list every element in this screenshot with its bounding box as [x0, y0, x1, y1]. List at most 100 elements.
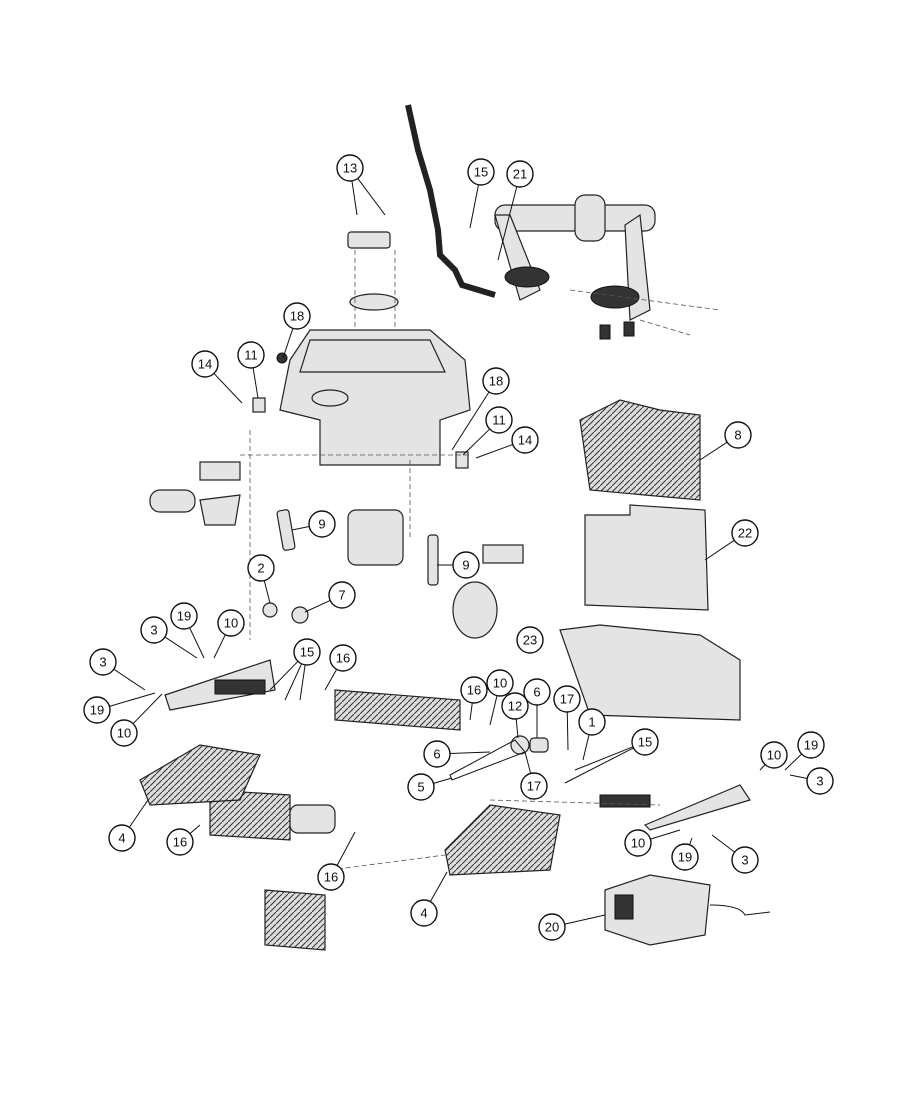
callout-3: 3	[140, 616, 168, 644]
callout-23: 23	[516, 626, 544, 654]
impeller-cover	[347, 231, 391, 249]
bracket-11-right	[455, 451, 469, 469]
callout-circle	[806, 767, 834, 795]
callout-label: 6	[533, 685, 540, 700]
leader-line	[213, 373, 243, 404]
track-left	[139, 744, 261, 806]
callout-label: 3	[741, 853, 748, 868]
leader-line	[489, 695, 498, 726]
callout-13: 13	[336, 154, 364, 182]
leader-line	[189, 627, 205, 659]
callout-circle	[553, 685, 581, 713]
callout-label: 11	[492, 413, 506, 428]
leader-line	[689, 837, 693, 845]
callout-circle	[237, 341, 265, 369]
callout-19: 19	[170, 602, 198, 630]
leader-line	[462, 428, 491, 456]
callout-12: 12	[501, 692, 529, 720]
drive-motor	[452, 581, 498, 639]
callout-circle	[328, 581, 356, 609]
brush-upper	[334, 689, 461, 731]
callout-label: 18	[290, 309, 304, 324]
callout-19: 19	[83, 696, 111, 724]
leader-line	[252, 367, 259, 399]
callout-circle	[308, 510, 336, 538]
callout-circle	[731, 846, 759, 874]
callout-circle	[452, 551, 480, 579]
callout-circle	[516, 626, 544, 654]
leader-line	[282, 328, 294, 359]
callout-16: 16	[460, 676, 488, 704]
leader-line	[284, 663, 303, 701]
callout-label: 1	[588, 715, 595, 730]
callout-label: 12	[508, 699, 522, 714]
callout-18: 18	[482, 367, 510, 395]
callout-3: 3	[89, 648, 117, 676]
callout-14: 14	[511, 426, 539, 454]
callout-circle	[423, 740, 451, 768]
switch-holder	[199, 494, 241, 526]
callout-10: 10	[486, 669, 514, 697]
callout-21: 21	[506, 160, 534, 188]
callout-label: 10	[631, 836, 645, 851]
callout-label: 16	[336, 651, 350, 666]
callout-8: 8	[724, 421, 752, 449]
proximity-switch	[149, 489, 196, 513]
callout-circle	[520, 772, 548, 800]
leader-line	[582, 734, 590, 761]
callout-circle	[631, 728, 659, 756]
track-right	[444, 804, 561, 876]
handle-bracket-left	[504, 266, 550, 288]
callout-16: 16	[329, 644, 357, 672]
callout-7: 7	[328, 581, 356, 609]
leader-line	[515, 718, 519, 739]
callout-16: 16	[166, 828, 194, 856]
brush-loose	[264, 889, 326, 951]
callout-label: 20	[545, 920, 559, 935]
callout-circle	[467, 158, 495, 186]
callout-22: 22	[731, 519, 759, 547]
callout-17: 17	[553, 685, 581, 713]
callout-label: 21	[513, 167, 527, 182]
leader-line	[304, 599, 331, 613]
callout-17: 17	[520, 772, 548, 800]
callout-20: 20	[538, 913, 566, 941]
leader-line	[213, 634, 226, 659]
callout-9: 9	[308, 510, 336, 538]
callout-label: 14	[518, 433, 532, 448]
callout-label: 10	[117, 726, 131, 741]
callout-label: 19	[177, 609, 191, 624]
leader-line	[113, 668, 146, 691]
callout-10: 10	[110, 719, 138, 747]
callout-label: 11	[244, 348, 258, 363]
leader-line	[291, 526, 310, 531]
callout-circle	[293, 638, 321, 666]
callout-label: 10	[224, 616, 238, 631]
leader-line	[351, 180, 358, 216]
callout-circle	[486, 669, 514, 697]
callout-2: 2	[247, 554, 275, 582]
callout-circle	[217, 609, 245, 637]
leader-line	[433, 777, 453, 784]
callout-label: 10	[767, 748, 781, 763]
leader-line	[189, 824, 201, 834]
bottom-lid	[559, 624, 741, 721]
leader-line	[524, 751, 532, 774]
bracket-11-left	[252, 397, 266, 413]
callout-label: 3	[99, 655, 106, 670]
callout-6: 6	[423, 740, 451, 768]
callout-14: 14	[191, 350, 219, 378]
leader-line	[164, 636, 198, 659]
callout-circle	[170, 602, 198, 630]
callout-label: 16	[173, 835, 187, 850]
callout-circle	[83, 696, 111, 724]
callout-10: 10	[624, 829, 652, 857]
foam-block-2	[482, 544, 524, 564]
callout-circle	[329, 644, 357, 672]
handle-float	[574, 194, 606, 242]
power-supply	[604, 874, 711, 946]
callout-11: 11	[485, 406, 513, 434]
callout-circle	[797, 731, 825, 759]
leader-line	[759, 764, 766, 771]
